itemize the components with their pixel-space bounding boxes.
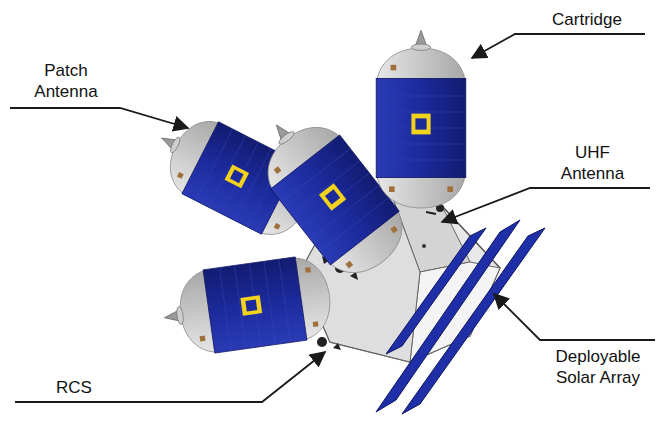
part-label: UHF Antenna	[545, 142, 640, 184]
part-label: Patch Antenna	[20, 60, 112, 102]
part-label: Cartridge	[528, 9, 646, 30]
part-label: Deployable Solar Array	[538, 346, 658, 388]
part-label: RCS	[42, 377, 106, 398]
